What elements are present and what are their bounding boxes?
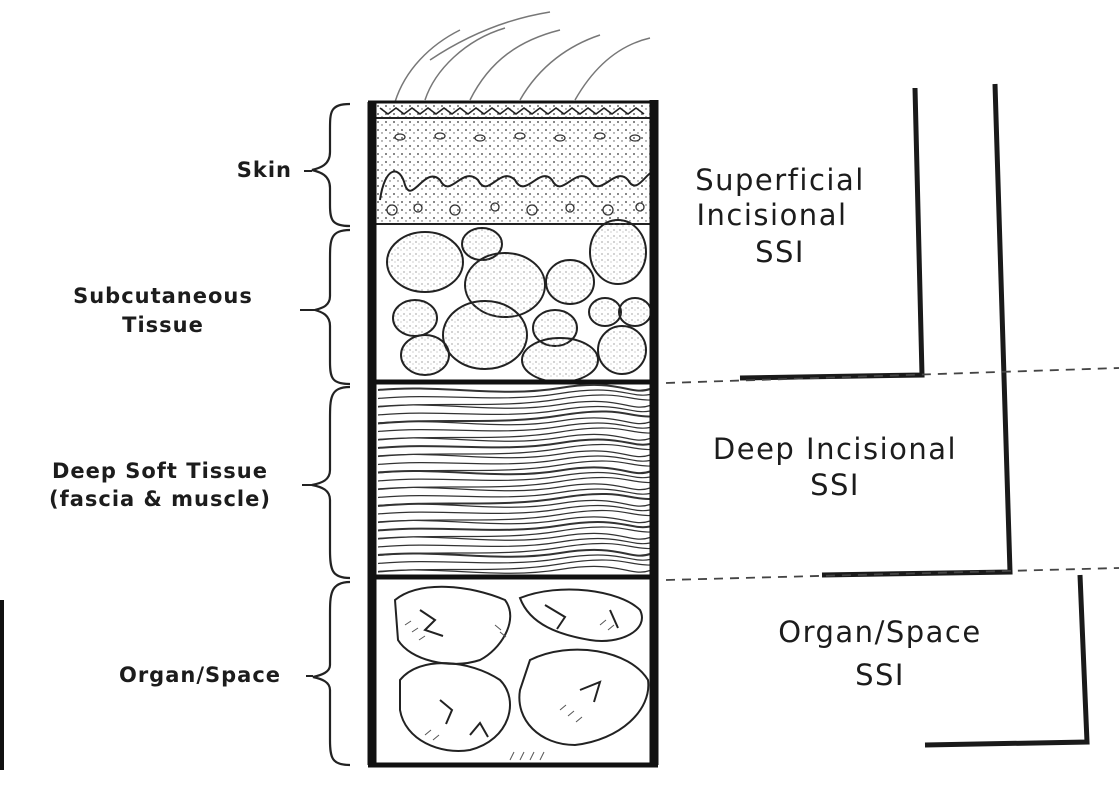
- subcutaneous-layer: [387, 220, 651, 382]
- muscle-fiber: [378, 566, 650, 573]
- superficial-ssi-line2: Incisional: [696, 198, 847, 232]
- superficial-ssi-line3: SSI: [755, 235, 805, 269]
- superficial-ssi-bracket: [740, 88, 922, 378]
- deep-tissue-brace: [312, 387, 350, 578]
- deep-tissue-label-line2: (fascia & muscle): [49, 487, 271, 511]
- subcutaneous-label-line1: Subcutaneous: [73, 284, 253, 308]
- organ-space-ssi-line2: SSI: [855, 658, 905, 692]
- tissue-column: [368, 100, 658, 765]
- left-braces: [312, 104, 350, 765]
- organ-space-ssi-bracket: [925, 575, 1087, 745]
- deep-soft-tissue-layer: [378, 385, 650, 573]
- skin-layer: [372, 104, 654, 224]
- organ-space-label: Organ/Space: [119, 663, 281, 687]
- organ-space-brace: [313, 582, 350, 765]
- scan-edge-mark: [0, 600, 4, 770]
- skin-label: Skin: [237, 158, 292, 182]
- deep-tissue-label-line1: Deep Soft Tissue: [52, 459, 268, 483]
- deep-ssi-line1: Deep Incisional: [713, 432, 957, 466]
- left-labels: Skin Subcutaneous Tissue Deep Soft Tissu…: [49, 158, 292, 687]
- superficial-ssi-line1: Superficial: [695, 163, 865, 197]
- skin-brace: [312, 104, 350, 226]
- subcutaneous-brace: [315, 230, 350, 384]
- left-leader-lines: [300, 171, 315, 676]
- dashed-level-lines: [666, 368, 1119, 580]
- hair-strokes: [395, 12, 650, 102]
- subcutaneous-label-line2: Tissue: [122, 313, 204, 337]
- right-labels: Superficial Incisional SSI Deep Incision…: [695, 163, 982, 692]
- organ-space-layer: [395, 587, 648, 760]
- organ-space-ssi-line1: Organ/Space: [778, 615, 981, 649]
- deep-ssi-line2: SSI: [810, 468, 860, 502]
